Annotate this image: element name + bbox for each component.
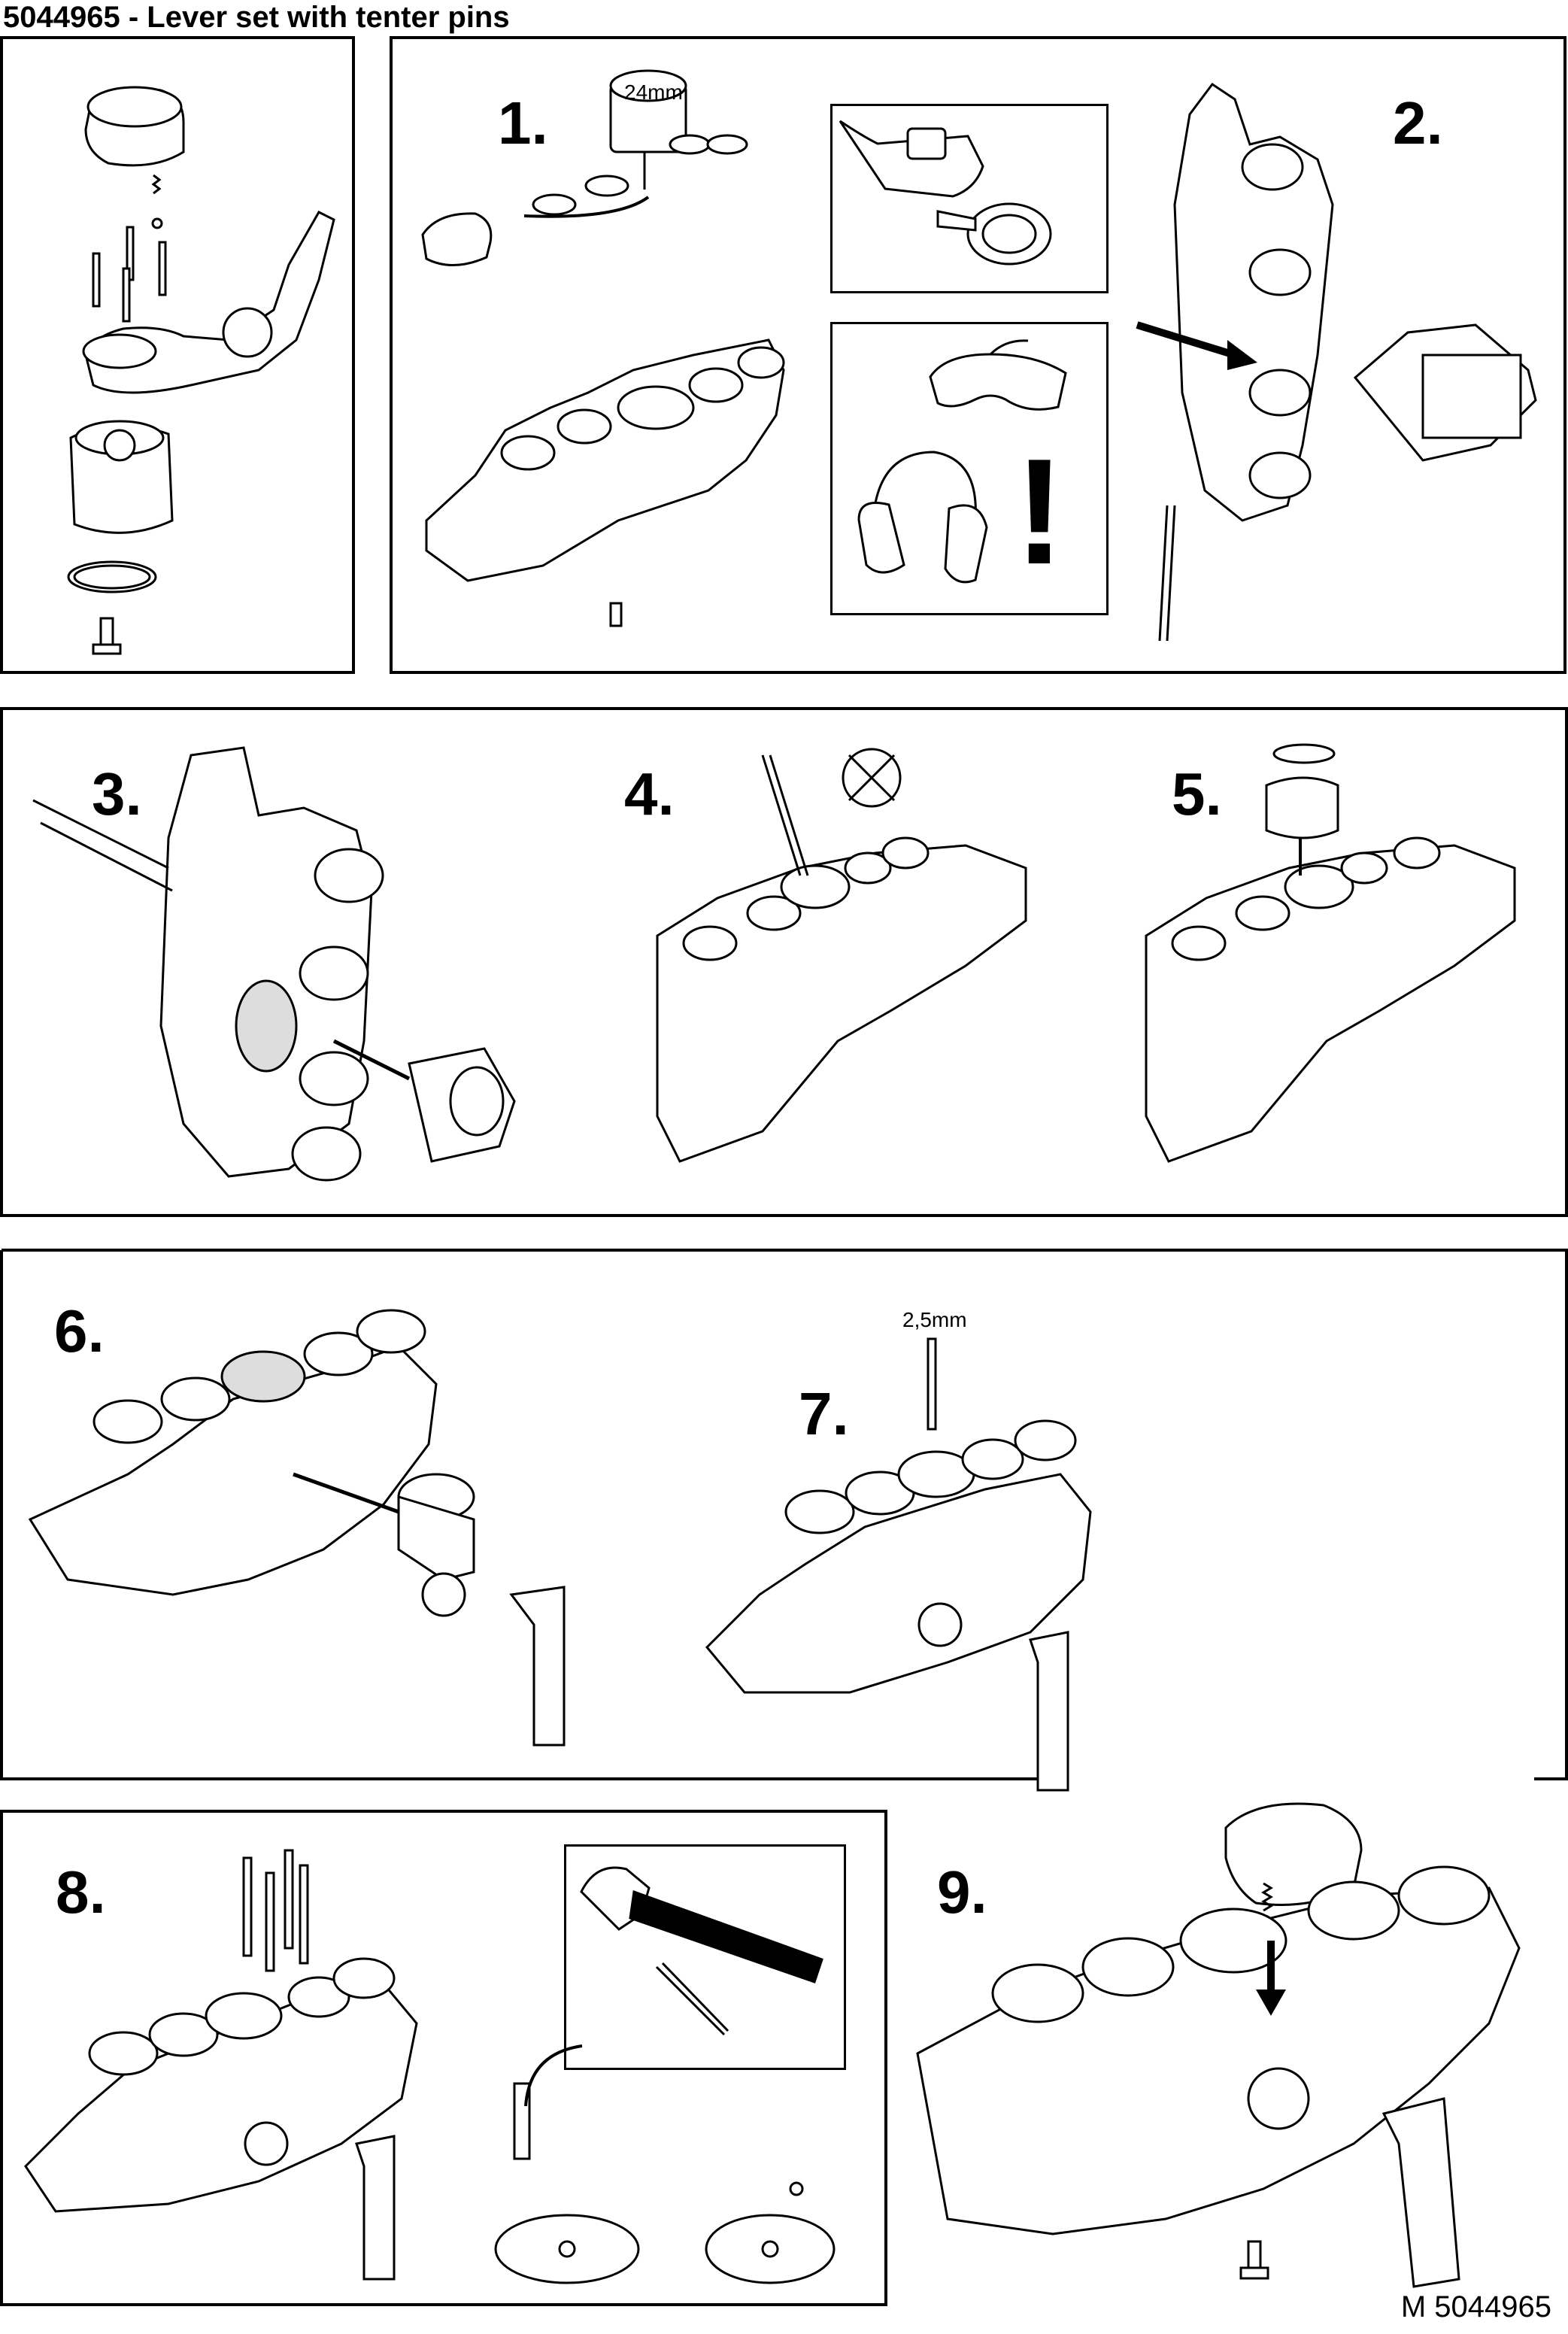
final-assembly-drawing — [902, 1798, 1519, 2324]
step-8-panel: 8. — [0, 1810, 887, 2306]
step-number: 3. — [92, 760, 142, 827]
caliper-vise-drawing — [1130, 54, 1551, 641]
document-title: 5044965 - Lever set with tenter pins — [3, 1, 510, 34]
pin-insert-drawing — [699, 1339, 1121, 1790]
grinder-icon — [833, 106, 1106, 291]
pin-plates-drawing — [469, 2038, 890, 2294]
seal-removal-drawing — [650, 725, 1071, 1206]
hammer-box — [564, 1844, 846, 2070]
protective-equipment-box: ! — [830, 322, 1109, 615]
step-number: 8. — [56, 1859, 106, 1926]
step-1-2-panel: 1. 2. 24mm — [390, 36, 1566, 674]
ear-defenders-icon — [844, 437, 994, 602]
grinder-box — [830, 104, 1109, 293]
exploded-parts-drawing — [3, 39, 358, 677]
warning-mark: ! — [1014, 428, 1065, 596]
pin-size-label: 2,5mm — [902, 1308, 967, 1331]
hammer-icon — [566, 1847, 844, 2068]
step-number: 9. — [937, 1859, 987, 1926]
piston-removal-drawing — [18, 725, 544, 1206]
step-3-5-panel: 3. 4. 5. — [0, 707, 1568, 1217]
step-number: 1. — [498, 90, 548, 156]
step-number: 2. — [1393, 90, 1443, 156]
step-number: 4. — [624, 760, 675, 827]
step-6-7-panel-border — [0, 1249, 1568, 1798]
socket-size-label: 24mm — [624, 80, 683, 104]
safety-glasses-icon — [915, 332, 1081, 422]
exploded-view-panel — [0, 36, 355, 674]
step-number: 6. — [54, 1298, 105, 1364]
footer-code: M 5044965 — [1400, 2290, 1551, 2323]
lever-insert-drawing — [23, 1279, 594, 1745]
step-number: 5. — [1172, 760, 1222, 827]
bushing-install-drawing — [1139, 725, 1560, 1206]
caliper-top-view-drawing — [393, 54, 814, 633]
pins-into-caliper-drawing — [18, 1828, 439, 2287]
prohibited-icon — [849, 755, 894, 800]
step-number: 7. — [799, 1380, 849, 1447]
